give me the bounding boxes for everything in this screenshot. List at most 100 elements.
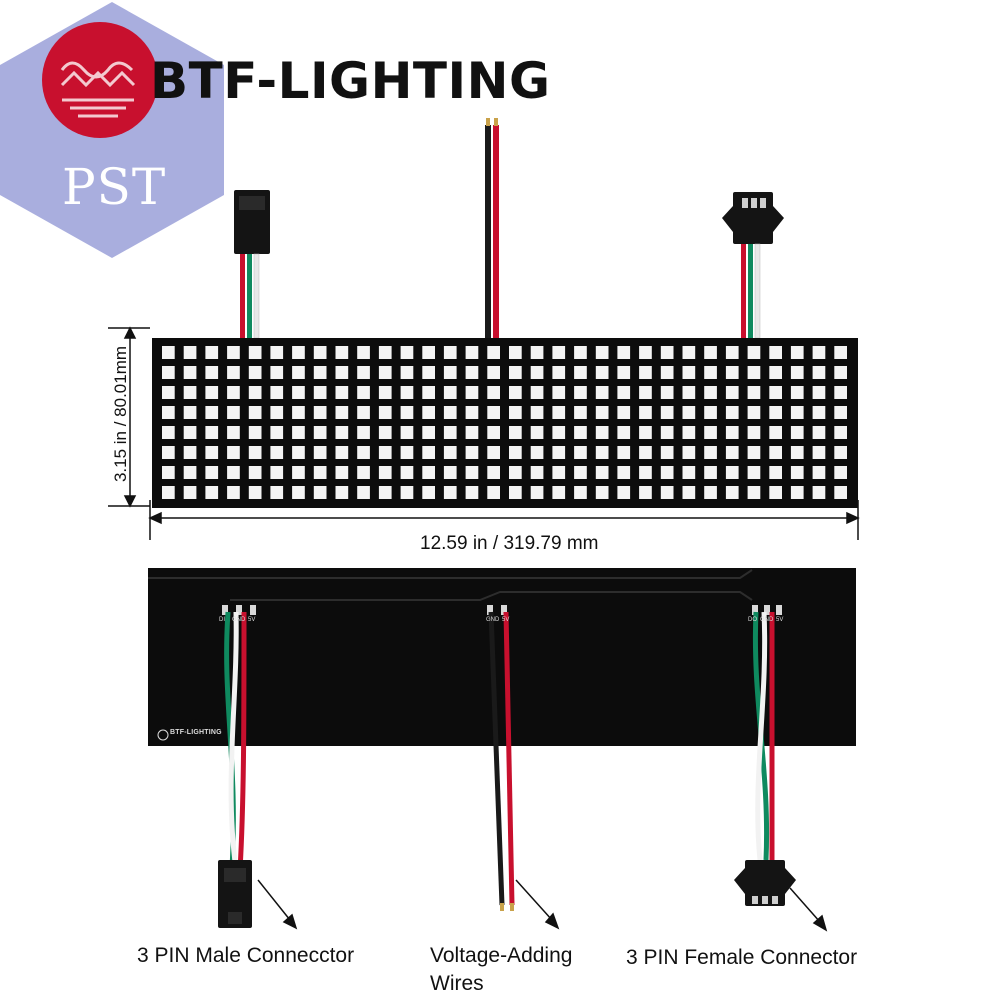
- led-pixel: [422, 486, 435, 499]
- led-pixel: [335, 486, 349, 499]
- led-pixel: [357, 466, 370, 479]
- led-pixel: [357, 446, 370, 459]
- led-pixel: [183, 346, 197, 359]
- led-pixel: [682, 366, 696, 379]
- led-pixel: [270, 406, 284, 419]
- led-pixel: [574, 426, 587, 439]
- led-pixel: [422, 406, 435, 419]
- height-dimension-line: [108, 326, 150, 508]
- led-pixel: [248, 466, 262, 479]
- led-pixel: [574, 446, 587, 459]
- led-pixel: [617, 346, 631, 359]
- led-pixel: [725, 366, 739, 379]
- led-pixel: [162, 426, 175, 439]
- female-connector-icon: [734, 860, 796, 906]
- led-pixel: [552, 446, 566, 459]
- led-pixel: [834, 446, 847, 459]
- width-dimension-label: 12.59 in / 319.79 mm: [420, 533, 599, 554]
- led-pixel: [443, 446, 457, 459]
- led-pixel: [747, 426, 761, 439]
- led-pixel: [292, 346, 305, 359]
- led-pixel: [162, 346, 175, 359]
- led-pixel: [335, 406, 349, 419]
- led-pixel: [465, 466, 479, 479]
- led-pixel: [443, 346, 457, 359]
- led-pixel: [313, 466, 327, 479]
- led-pixel: [747, 446, 761, 459]
- led-pixel: [357, 426, 370, 439]
- led-pixel: [834, 466, 847, 479]
- top-voltage-wires: [485, 118, 499, 338]
- male-connector-arrow: [257, 879, 298, 930]
- led-pixel: [530, 406, 544, 419]
- led-pixel: [270, 346, 284, 359]
- bottom-left-wires: [224, 611, 247, 871]
- led-pixel: [378, 346, 392, 359]
- led-pixel: [270, 426, 284, 439]
- led-pixel: [378, 366, 392, 379]
- led-pixel: [292, 486, 305, 499]
- female-connector-arrow: [789, 887, 828, 932]
- led-pixel: [313, 446, 327, 459]
- led-pixel: [292, 426, 305, 439]
- led-pixel: [595, 426, 609, 439]
- led-pixel: [270, 466, 284, 479]
- led-pixel: [162, 486, 175, 499]
- led-pixel: [704, 406, 717, 419]
- led-pixel: [747, 366, 761, 379]
- led-pixel: [574, 466, 587, 479]
- led-pixel: [248, 386, 262, 399]
- led-pixel: [227, 426, 240, 439]
- led-pixel: [747, 386, 761, 399]
- led-pixel: [509, 406, 522, 419]
- led-pixel: [248, 446, 262, 459]
- led-pixel: [704, 466, 717, 479]
- led-pixel: [162, 386, 175, 399]
- led-pixel: [248, 406, 262, 419]
- led-pixel: [487, 446, 500, 459]
- led-pixel: [205, 486, 219, 499]
- led-pixel: [552, 466, 566, 479]
- led-pixel: [704, 366, 717, 379]
- led-pixel: [400, 346, 414, 359]
- led-pixel: [270, 386, 284, 399]
- led-pixel: [378, 466, 392, 479]
- led-pixel: [422, 386, 435, 399]
- led-pixel: [509, 466, 522, 479]
- led-grid: [162, 346, 847, 499]
- led-pixel: [725, 446, 739, 459]
- brand-title: BTF-LIGHTING: [150, 52, 551, 110]
- board-back: [148, 568, 856, 746]
- led-pixel: [639, 486, 652, 499]
- led-pixel: [812, 486, 826, 499]
- led-pixel: [509, 446, 522, 459]
- led-pixel: [574, 386, 587, 399]
- led-pixel: [530, 466, 544, 479]
- voltage-adding-wires: [488, 611, 515, 911]
- led-pixel: [812, 366, 826, 379]
- led-pixel: [660, 466, 674, 479]
- led-pixel: [834, 346, 847, 359]
- led-pixel: [465, 406, 479, 419]
- led-pixel: [248, 486, 262, 499]
- led-pixel: [812, 386, 826, 399]
- led-pixel: [487, 346, 500, 359]
- led-pixel: [790, 386, 804, 399]
- led-pixel: [313, 366, 327, 379]
- led-pixel: [595, 386, 609, 399]
- led-pixel: [769, 486, 782, 499]
- led-pixel: [704, 346, 717, 359]
- led-pixel: [682, 426, 696, 439]
- led-pixel: [509, 366, 522, 379]
- led-pixel: [465, 346, 479, 359]
- led-pixel: [205, 366, 219, 379]
- led-pixel: [205, 346, 219, 359]
- led-pixel: [400, 366, 414, 379]
- led-pixel: [530, 426, 544, 439]
- led-pixel: [704, 426, 717, 439]
- led-pixel: [725, 466, 739, 479]
- led-pixel: [227, 346, 240, 359]
- led-pixel: [443, 426, 457, 439]
- logo-badge-icon: [42, 22, 158, 138]
- pin-label: 5V: [502, 617, 510, 623]
